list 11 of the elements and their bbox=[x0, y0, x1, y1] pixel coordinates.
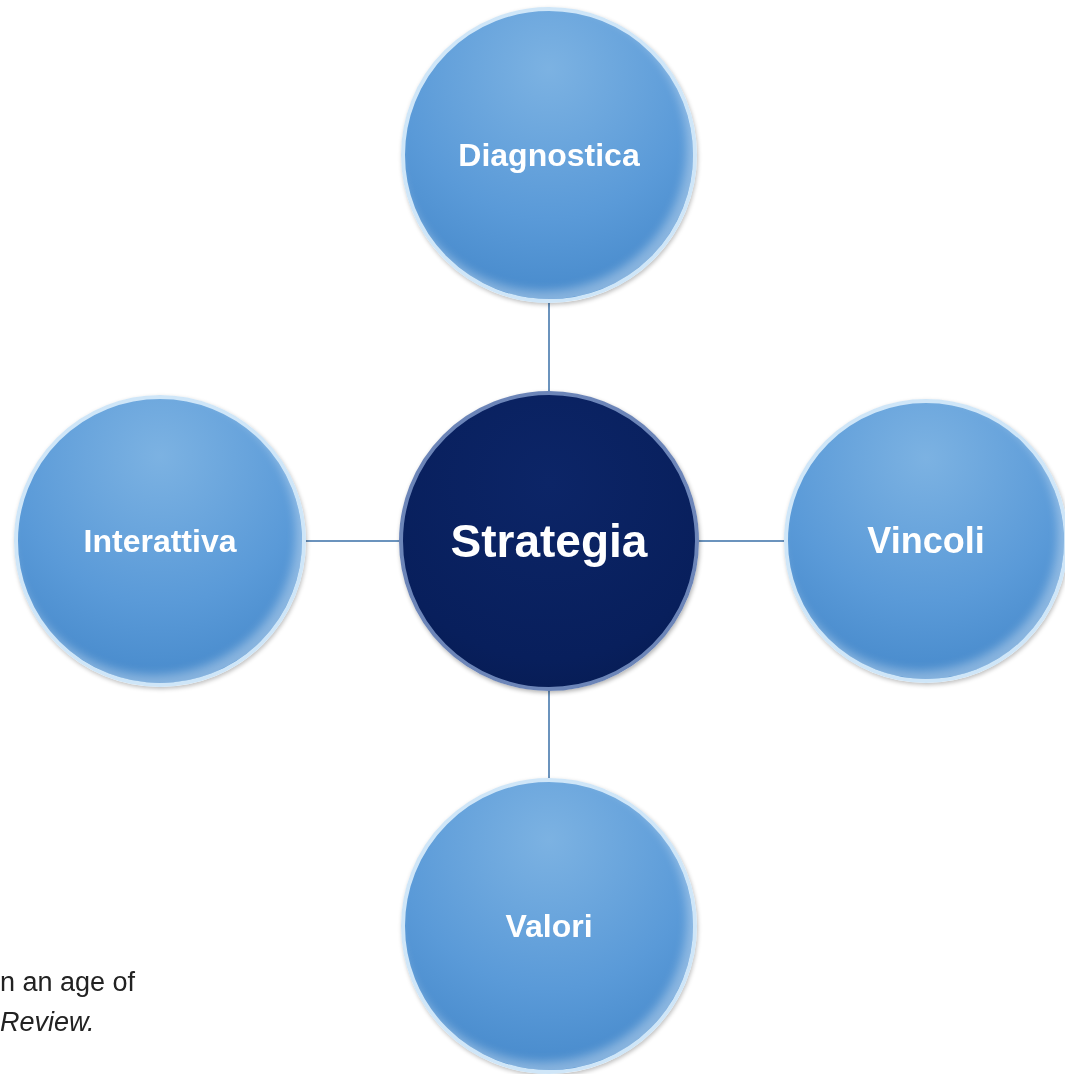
connector-line bbox=[548, 690, 550, 779]
node-label: Vincoli bbox=[867, 520, 985, 562]
node-label: Interattiva bbox=[83, 522, 237, 560]
node-label: Strategia bbox=[450, 514, 648, 568]
node-label: Diagnostica bbox=[458, 136, 640, 174]
node-label: Valori bbox=[505, 907, 593, 945]
connector-line bbox=[548, 302, 550, 392]
citation-text: n an age of bbox=[0, 967, 136, 998]
connector-line bbox=[305, 540, 400, 542]
citation-text: Review. bbox=[0, 1007, 95, 1038]
connector-line bbox=[698, 540, 785, 542]
